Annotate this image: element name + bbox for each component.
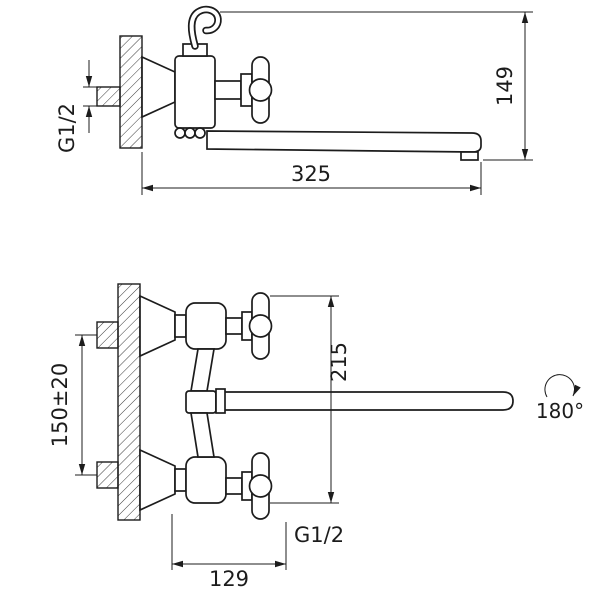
handle-stem — [214, 80, 242, 100]
swivel-symbol: 180° — [536, 374, 584, 423]
dim-180-label: 180° — [536, 399, 584, 423]
escutcheon — [141, 55, 176, 119]
dim-g12-front-label: G1/2 — [294, 523, 344, 547]
handle-front-lobe — [248, 314, 273, 338]
handle-stem — [225, 477, 243, 495]
dim-spout-reach: 325 — [141, 152, 482, 195]
spout — [206, 130, 482, 153]
dim-325-label: 325 — [291, 162, 331, 186]
supply-pipe — [96, 86, 121, 107]
dim-wall-thread: G1/2 — [55, 60, 97, 153]
spout-tee — [185, 390, 217, 414]
spout-front — [215, 391, 514, 411]
dim-149-label: 149 — [493, 66, 517, 106]
escutcheon-bottom — [139, 448, 176, 512]
valve-body-top — [185, 302, 227, 350]
wall-section — [119, 35, 143, 149]
dim-overall-height-front: 215 — [270, 295, 351, 504]
wall-section-front — [117, 283, 141, 521]
shower-hook — [187, 5, 222, 50]
eccentric-bottom — [174, 468, 187, 492]
rotation-arc — [544, 374, 581, 398]
valve-body-bottom — [185, 456, 227, 504]
aerator — [460, 151, 479, 161]
supply-pipe-top — [96, 321, 119, 349]
side-view: 149 325 G1/2 — [55, 5, 533, 195]
cross-handle-bottom — [225, 452, 273, 520]
handle-stem — [225, 317, 243, 335]
escutcheon-top — [139, 294, 176, 358]
body-tube-upper — [189, 348, 216, 392]
dim-supply-centers: 150±20 — [48, 334, 97, 476]
front-view: 150±20 215 129 G1/2 180° — [48, 283, 584, 591]
supply-pipe-bottom — [96, 461, 119, 489]
body-tube-lower — [190, 412, 215, 458]
handle-front-lobe — [248, 78, 273, 102]
dim-overall-height-side: 149 — [220, 11, 533, 161]
dim-150-label: 150±20 — [48, 363, 72, 447]
faucet-body — [174, 55, 216, 129]
dim-g12-side-label: G1/2 — [55, 103, 79, 153]
eccentric-top — [174, 314, 187, 338]
cross-handle-top — [225, 292, 273, 360]
dim-wall-to-outlet: 129 — [171, 514, 287, 591]
dim-215-label: 215 — [327, 342, 351, 382]
cross-handle-side — [214, 56, 273, 124]
handle-front-lobe — [248, 474, 273, 498]
dim-129-label: 129 — [209, 567, 249, 591]
spout-collar — [215, 388, 226, 414]
collar-rings — [174, 127, 206, 139]
